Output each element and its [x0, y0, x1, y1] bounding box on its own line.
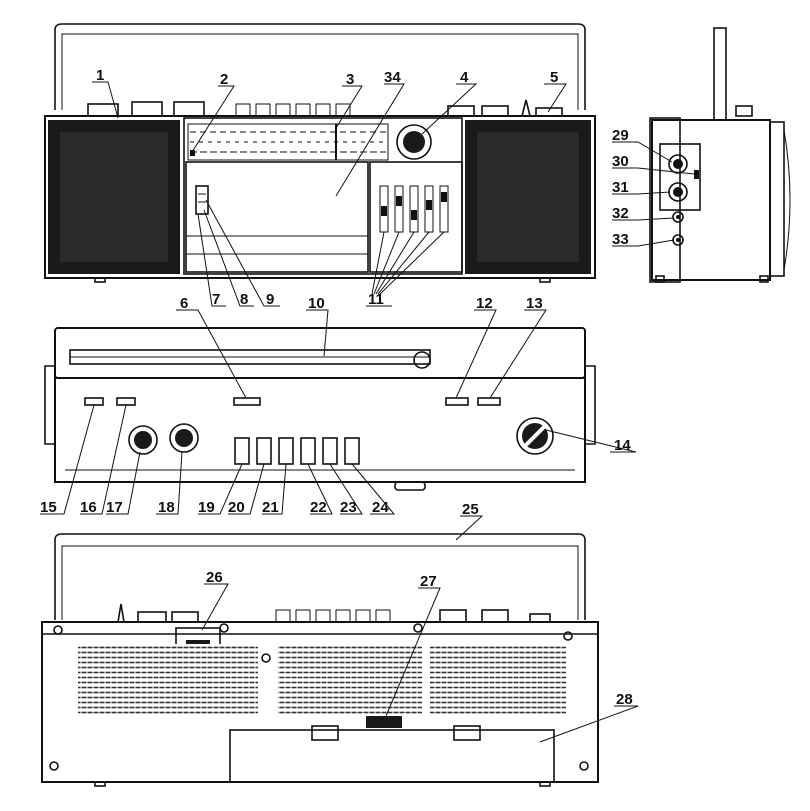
rear-vent-centre	[278, 644, 422, 714]
callout-8: 8	[240, 291, 248, 308]
rear-vent-left	[78, 644, 258, 714]
callout-1: 1	[96, 67, 104, 84]
callout-13: 13	[526, 295, 543, 312]
callout-29: 29	[612, 127, 629, 144]
front-top-buttons	[87, 99, 563, 117]
rear-view	[41, 533, 599, 787]
callout-19: 19	[198, 499, 215, 516]
callout-12: 12	[476, 295, 493, 312]
callout-9: 9	[266, 291, 274, 308]
jack-upper	[672, 211, 684, 223]
cassette-compartment	[185, 161, 369, 273]
front-view	[44, 23, 596, 283]
top-slider-6	[233, 397, 261, 406]
leader-lines	[40, 81, 695, 743]
callout-24: 24	[372, 499, 389, 516]
battery-cap	[516, 417, 554, 455]
side-switch	[694, 170, 699, 179]
callout-16: 16	[80, 499, 97, 516]
callout-33: 33	[612, 231, 629, 248]
rear-vent-right	[430, 644, 566, 714]
battery-cover	[229, 729, 555, 783]
din-socket-upper	[668, 154, 688, 174]
top-body	[54, 377, 586, 483]
callout-34: 34	[384, 69, 401, 86]
callout-20: 20	[228, 499, 245, 516]
callout-6: 6	[180, 295, 188, 312]
callout-28: 28	[616, 691, 633, 708]
callout-14: 14	[614, 437, 631, 454]
callout-32: 32	[612, 205, 629, 222]
rear-top-buttons	[117, 603, 551, 623]
callout-17: 17	[106, 499, 123, 516]
equalizer-sliders	[379, 185, 449, 233]
callout-3: 3	[346, 71, 354, 88]
knob-17	[128, 425, 158, 455]
side-view	[649, 27, 791, 283]
rear-switch-27	[366, 716, 402, 728]
callout-23: 23	[340, 499, 357, 516]
tuning-scale	[187, 123, 389, 161]
antenna	[713, 27, 727, 123]
callout-21: 21	[262, 499, 279, 516]
tuning-knob	[396, 124, 432, 160]
top-view	[44, 327, 596, 491]
callout-4: 4	[460, 69, 469, 86]
callout-22: 22	[310, 499, 327, 516]
callout-5: 5	[550, 69, 558, 86]
callout-15: 15	[40, 499, 57, 516]
side-body	[651, 119, 771, 281]
callout-11: 11	[368, 291, 384, 308]
callout-30: 30	[612, 153, 629, 170]
front-handle	[54, 23, 586, 110]
callout-18: 18	[158, 499, 175, 516]
callout-7: 7	[212, 291, 220, 308]
callout-labels: 1 2 3 34 4 5 29 30 31 32 33 7 8 9 11 6 1…	[40, 67, 633, 708]
callout-31: 31	[612, 179, 629, 196]
callout-27: 27	[420, 573, 437, 590]
top-slider-12	[445, 397, 469, 406]
top-slider-13	[477, 397, 501, 406]
top-handle	[54, 327, 586, 379]
callout-2: 2	[220, 71, 228, 88]
callout-26: 26	[206, 569, 223, 586]
knob-18	[169, 423, 199, 453]
equalizer-panel	[369, 161, 463, 273]
rear-handle	[54, 533, 586, 620]
callout-25: 25	[462, 501, 479, 518]
callout-10: 10	[308, 295, 325, 312]
